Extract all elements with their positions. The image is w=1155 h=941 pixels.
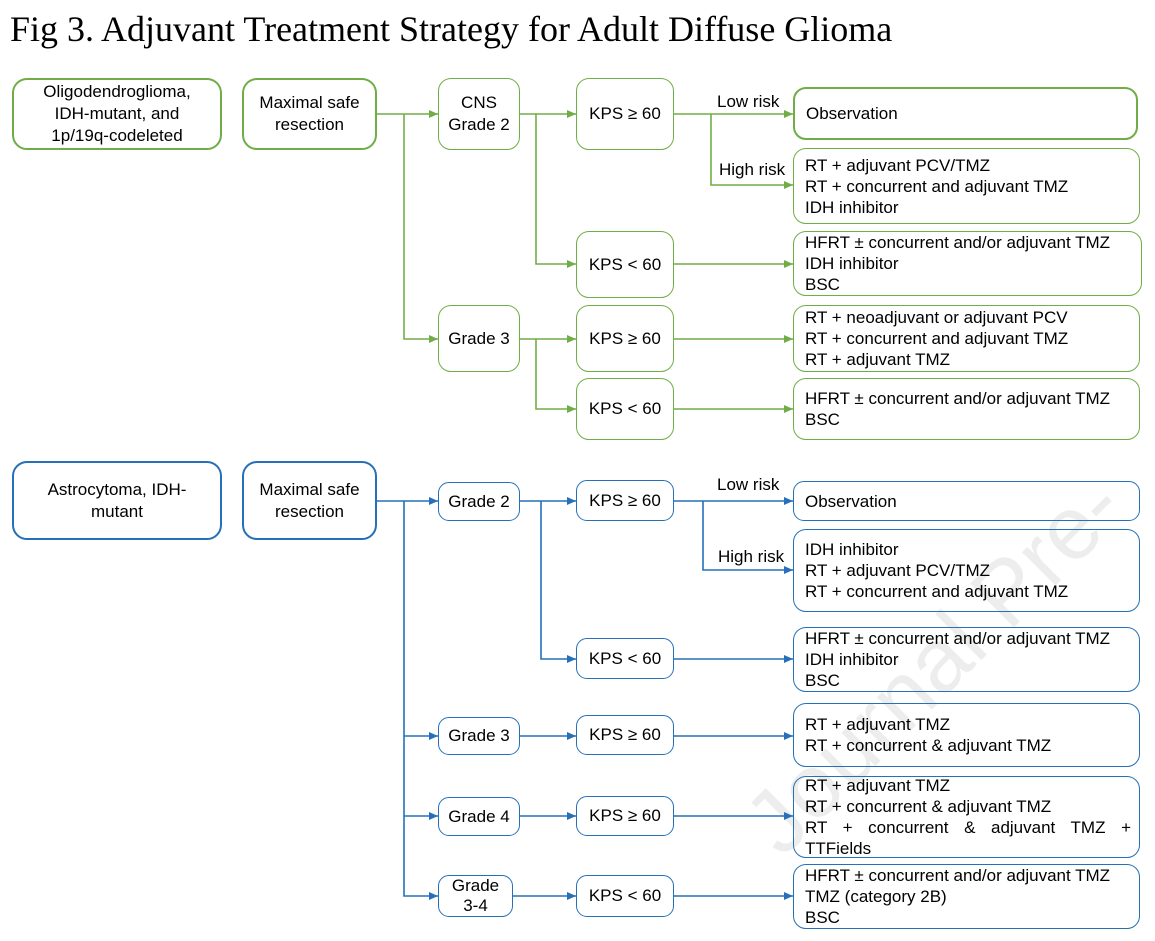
treatment-line: HFRT ± concurrent and/or adjuvant TMZ [805,389,1111,408]
surgery-line: resection [275,115,344,134]
kps-label: KPS < 60 [588,254,662,274]
astrocytoma-grade2-kps-low-box: KPS < 60 [576,638,674,679]
oligodendroglioma-grade2-high-risk-treatment-box: RT + adjuvant PCV/TMZ RT + concurrent an… [793,148,1140,224]
astrocytoma-grade3-4-kps-low-box: KPS < 60 [576,875,674,917]
treatment-line: HFRT ± concurrent and/or adjuvant TMZ [805,629,1111,648]
diagnosis-line: Oligodendroglioma, [43,82,191,101]
astrocytoma-grade4-box: Grade 4 [438,797,520,836]
oligodendroglioma-grade3-kps-low-box: KPS < 60 [576,378,674,440]
treatment-line: RT + adjuvant TMZ [805,715,951,734]
astrocytoma-grade2-observation-box: Observation [793,481,1140,521]
treatment-line: RT + concurrent & adjuvant TMZ [805,797,1052,816]
arrow-astro-grade2-to-kps-low [540,501,576,663]
oligodendroglioma-diagnosis-box: Oligodendroglioma, IDH-mutant, and 1p/19… [12,78,222,150]
arrow-oligo-grade2-to-kps-low [535,114,576,268]
high-risk-label: High risk [719,160,786,179]
kps-label: KPS ≥ 60 [589,104,661,123]
grade-label: Grade 2 [448,115,510,134]
astrocytoma-surgery-box: Maximal safe resection [242,461,377,540]
oligodendroglioma-grade3-kps-high-box: KPS ≥ 60 [576,305,674,372]
oligodendroglioma-grade3-kps-high-treatment-box: RT + neoadjuvant or adjuvant PCV RT + co… [793,305,1140,372]
treatment-line: Observation [805,491,897,511]
surgery-line: Maximal safe [259,93,360,112]
diagnosis-line: mutant [91,501,143,521]
diagnosis-line: IDH-mutant, and [54,104,180,123]
kps-label: KPS ≥ 60 [589,806,661,825]
oligodendroglioma-grade2-kps-low-box: KPS < 60 [576,231,674,298]
astrocytoma-grade2-box: Grade 2 [438,482,520,521]
arrow-astro-surgery-to-grade3-4 [403,501,438,900]
treatment-line: RT + adjuvant TMZ [805,350,951,369]
oligodendroglioma-connectors [377,110,793,413]
treatment-line: HFRT ± concurrent and/or adjuvant TMZ [805,233,1111,252]
grade-label: CNS [461,93,497,112]
low-risk-label: Low risk [717,92,780,111]
grade-label: Grade [451,876,500,895]
astrocytoma-grade3-4-box: Grade 3-4 [438,875,513,917]
astrocytoma-grade2-kps-low-treatment-box: HFRT ± concurrent and/or adjuvant TMZ ID… [793,627,1140,692]
astrocytoma-grade3-kps-high-box: KPS ≥ 60 [576,715,674,755]
figure-title: Fig 3. Adjuvant Treatment Strategy for A… [10,9,893,49]
astrocytoma-grade4-treatment-box: RT + adjuvant TMZ RT + concurrent & adju… [793,776,1140,858]
kps-label: KPS ≥ 60 [589,328,661,348]
arrow-oligo-grade2-high-risk [710,114,793,189]
diagnosis-line: Astrocytoma, IDH- [47,479,187,499]
treatment-line: TMZ (category 2B) [805,887,947,906]
oligodendroglioma-grade3-kps-low-treatment-box: HFRT ± concurrent and/or adjuvant TMZ BS… [793,378,1140,440]
treatment-line: BSC [805,275,840,294]
grade-label: Grade 3 [448,726,510,745]
kps-label: KPS < 60 [588,886,662,905]
high-risk-label: High risk [718,547,785,566]
treatment-line: RT + concurrent & adjuvant TMZ [805,736,1052,755]
treatment-line: BSC [805,908,840,927]
oligodendroglioma-grade2-kps-high-box: KPS ≥ 60 [576,78,674,150]
oligodendroglioma-grade2-observation-box: Observation [793,87,1138,140]
surgery-line: Maximal safe [259,479,360,499]
oligodendroglioma-surgery-box: Maximal safe resection [242,78,377,150]
treatment-line: IDH inhibitor [805,650,899,669]
kps-label: KPS < 60 [588,648,662,668]
treatment-line: Observation [806,104,898,123]
arrow-astro-grade2-high-risk [702,501,793,574]
treatment-line: RT + adjuvant PCV/TMZ [805,155,991,175]
treatment-line: RT + adjuvant TMZ [805,776,951,795]
astrocytoma-diagnosis-box: Astrocytoma, IDH- mutant [12,461,222,540]
astrocytoma-grade4-kps-high-box: KPS ≥ 60 [576,796,674,836]
kps-label: KPS < 60 [588,399,662,418]
arrow-oligo-surgery-to-grade3 [403,114,438,343]
grade-label: Grade 2 [448,491,510,511]
treatment-line: IDH inhibitor [805,197,899,217]
treatment-line: RT + concurrent and adjuvant TMZ [805,176,1069,196]
astrocytoma-grade3-treatment-box: RT + adjuvant TMZ RT + concurrent & adju… [793,703,1140,767]
treatment-line: BSC [805,410,840,429]
treatment-line: IDH inhibitor [805,254,899,273]
treatment-line: RT + concurrent & adjuvant TMZ + TTField… [805,818,1131,858]
treatment-line: RT + concurrent and adjuvant TMZ [805,329,1069,348]
astrocytoma-grade2-high-risk-treatment-box: IDH inhibitor RT + adjuvant PCV/TMZ RT +… [793,529,1140,612]
kps-label: KPS ≥ 60 [589,490,661,510]
grade-label: 3-4 [463,896,488,915]
astrocytoma-grade3-4-treatment-box: HFRT ± concurrent and/or adjuvant TMZ TM… [793,864,1140,929]
treatment-line: RT + adjuvant PCV/TMZ [805,561,991,580]
treatment-line: HFRT ± concurrent and/or adjuvant TMZ [805,866,1111,885]
grade-label: Grade 3 [448,328,510,348]
diagnosis-line: 1p/19q-codeleted [51,126,183,145]
treatment-line: BSC [805,671,840,690]
oligodendroglioma-grade2-box: CNS Grade 2 [438,78,520,150]
treatment-line: RT + concurrent and adjuvant TMZ [805,582,1069,601]
surgery-line: resection [275,501,344,521]
oligodendroglioma-grade2-kps-low-treatment-box: HFRT ± concurrent and/or adjuvant TMZ ID… [793,231,1142,296]
kps-label: KPS ≥ 60 [589,725,661,744]
oligodendroglioma-grade3-box: Grade 3 [438,305,520,372]
low-risk-label: Low risk [717,475,780,494]
astrocytoma-grade3-box: Grade 3 [438,717,520,755]
treatment-line: RT + neoadjuvant or adjuvant PCV [805,308,1068,327]
grade-label: Grade 4 [448,806,510,826]
treatment-line: IDH inhibitor [805,540,899,559]
arrow-oligo-grade3-to-kps-low [535,339,576,413]
astrocytoma-connectors [377,497,793,900]
astrocytoma-grade2-kps-high-box: KPS ≥ 60 [576,480,674,521]
